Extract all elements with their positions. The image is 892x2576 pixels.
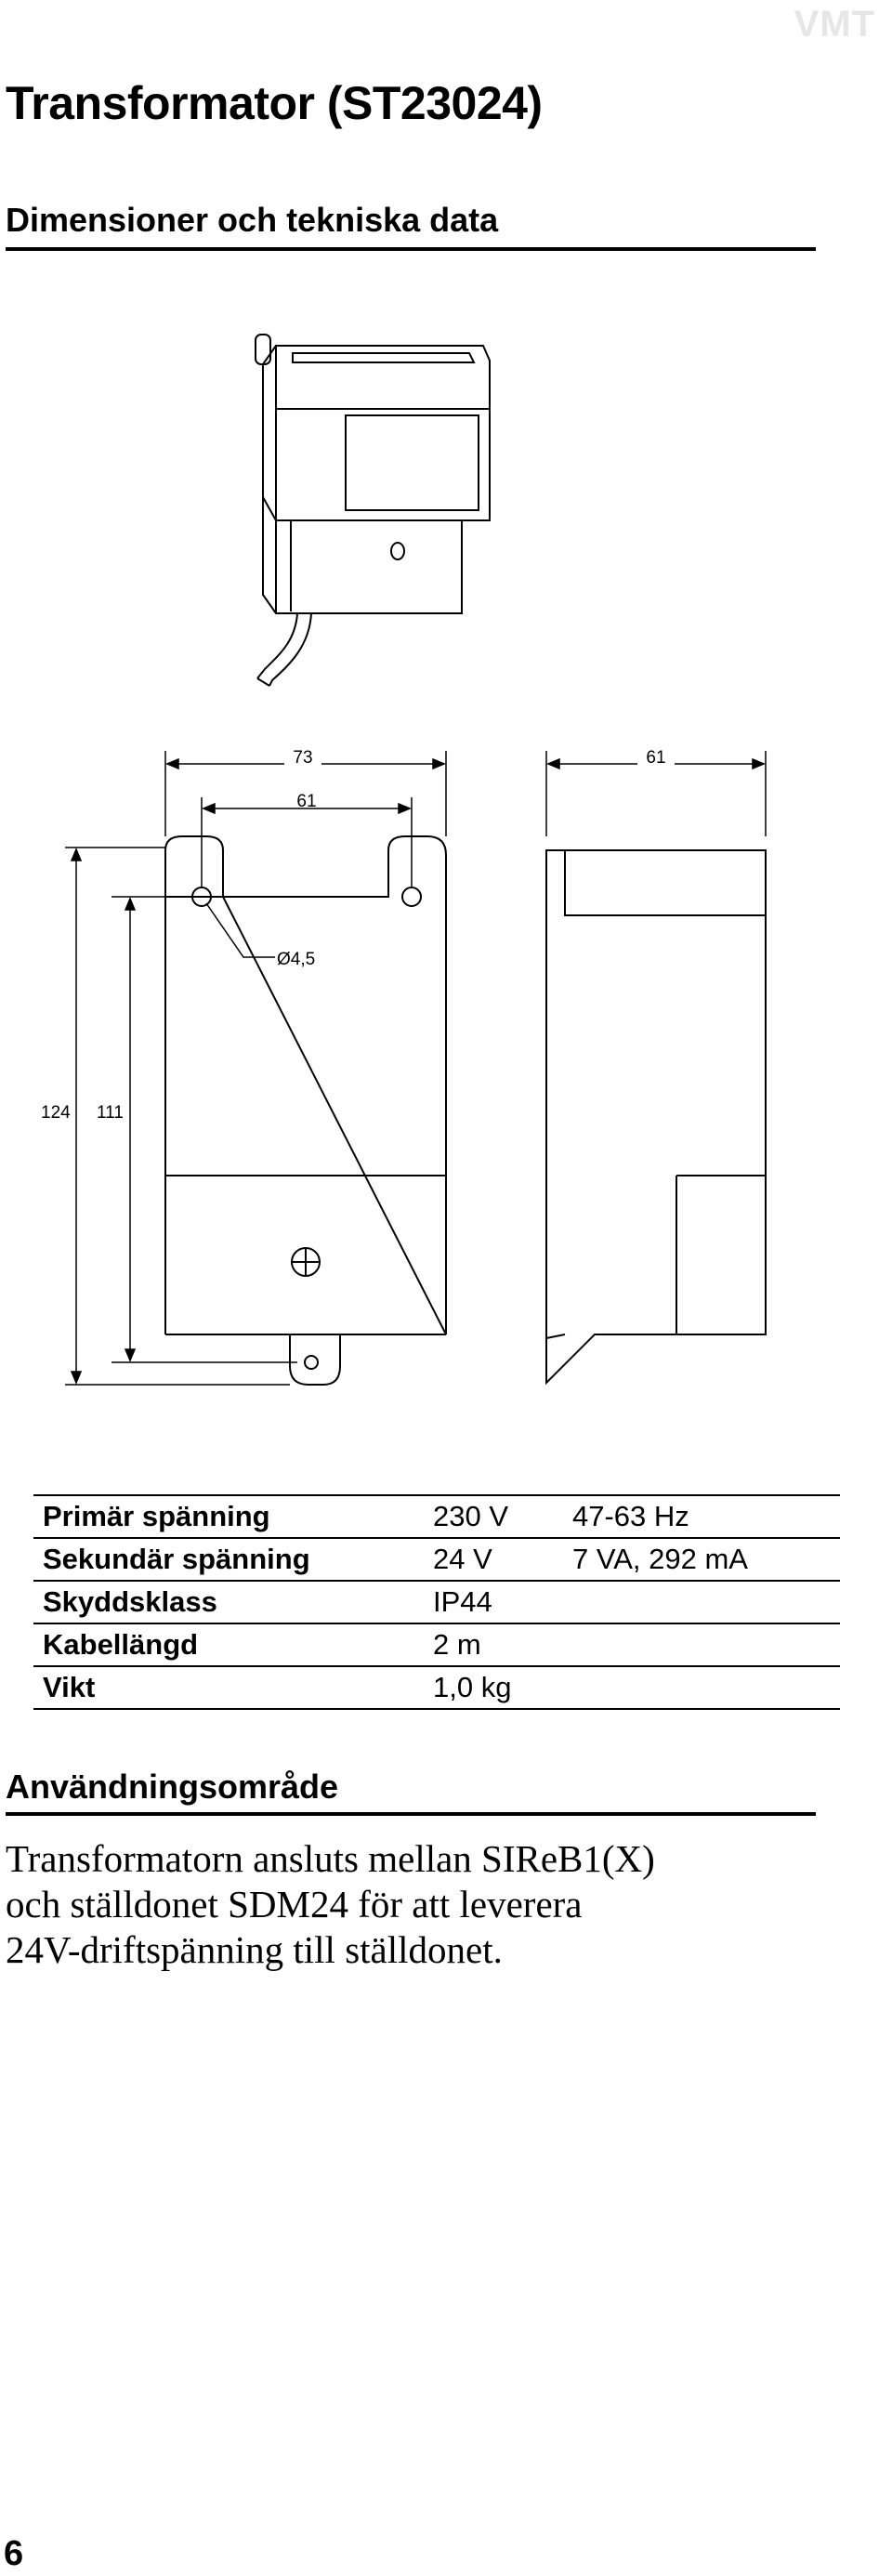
dimension-labels: 73 61 61 Ø4,5 124 111 (37, 746, 675, 1124)
usage-line: Transformatorn ansluts mellan SIReB1(X) (6, 1837, 655, 1880)
usage-line: och ställdonet SDM24 för att leverera (6, 1883, 583, 1925)
usage-line: 24V-driftspänning till ställdonet. (6, 1928, 503, 1971)
specs-table: Primär spänning 230 V 47-63 Hz Sekundär … (33, 1494, 840, 1710)
section-rule (6, 1812, 816, 1816)
spec-value: 1,0 kg (433, 1671, 512, 1703)
spec-extra: 7 VA, 292 mA (572, 1543, 748, 1575)
technical-drawing: 73 61 61 Ø4,5 124 111 (37, 334, 767, 1386)
dim-depth-label: 61 (646, 748, 665, 768)
table-row: Vikt 1,0 kg (33, 1666, 840, 1709)
section-heading-dimensions: Dimensioner och tekniska data (6, 201, 499, 239)
spec-value: IP44 (433, 1585, 492, 1618)
dim-width-label: 73 (293, 748, 312, 768)
spec-extra (572, 1581, 840, 1623)
section-heading-usage: Användningsområde (6, 1768, 339, 1806)
spec-extra: 47-63 Hz (572, 1500, 689, 1532)
spec-extra (572, 1623, 840, 1666)
front-view (164, 835, 447, 1386)
table-row: Kabellängd 2 m (33, 1623, 840, 1666)
spec-label: Skyddsklass (43, 1585, 217, 1618)
usage-paragraph: Transformatorn ansluts mellan SIReB1(X) … (6, 1836, 842, 1973)
spec-label: Sekundär spänning (43, 1543, 310, 1575)
dim-height-holes-label: 111 (97, 1103, 124, 1123)
dimension-lines (65, 751, 767, 1386)
spec-value: 230 V (433, 1500, 509, 1532)
spec-value: 24 V (433, 1543, 492, 1575)
page-number: 6 (4, 2534, 24, 2573)
spec-label: Primär spänning (43, 1500, 270, 1532)
table-row: Sekundär spänning 24 V 7 VA, 292 mA (33, 1538, 840, 1581)
dim-hole-diameter-label: Ø4,5 (277, 950, 315, 969)
table-row: Primär spänning 230 V 47-63 Hz (33, 1495, 840, 1538)
transformer-illustration (255, 334, 491, 687)
dim-hole-spacing-label: 61 (296, 792, 316, 811)
side-view (545, 849, 767, 1386)
spec-value: 2 m (433, 1628, 481, 1661)
spec-label: Vikt (43, 1671, 96, 1703)
section-rule (6, 247, 816, 251)
brand-logo: VMT (794, 4, 875, 45)
dim-height-total-label: 124 (41, 1103, 71, 1123)
spec-label: Kabellängd (43, 1628, 199, 1661)
page-title: Transformator (ST23024) (6, 77, 543, 129)
spec-extra (572, 1666, 840, 1709)
table-row: Skyddsklass IP44 (33, 1581, 840, 1623)
